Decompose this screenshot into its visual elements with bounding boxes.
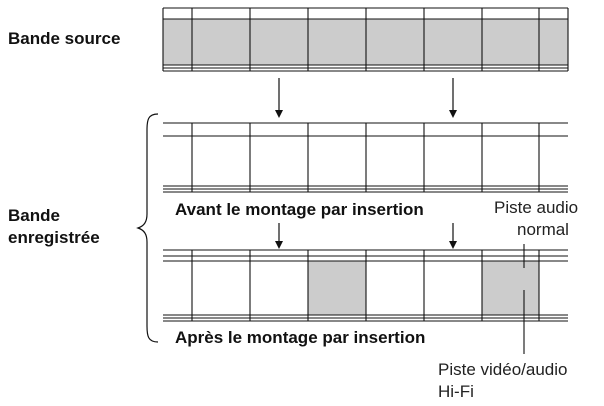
before-frame — [192, 136, 250, 186]
source-frame — [482, 19, 539, 65]
source-frame — [366, 19, 424, 65]
recorded-tape-before-strip — [163, 122, 568, 193]
source-frame — [539, 19, 568, 65]
after-frame — [424, 261, 482, 315]
after-frame — [192, 261, 250, 315]
arrow-right-top-head — [449, 110, 457, 118]
after-frame — [366, 261, 424, 315]
normal-audio-track-label-line1: Piste audio — [494, 198, 579, 217]
after-frame — [308, 261, 366, 315]
source-frame — [424, 19, 482, 65]
before-frame — [539, 136, 568, 186]
hifi-track-label-line2: Hi-Fi — [438, 382, 474, 401]
normal-audio-track-label-line2: normal — [517, 220, 569, 239]
arrow-left-top-head — [275, 110, 283, 118]
recorded-tape-brace — [136, 113, 159, 343]
source-frame — [192, 19, 250, 65]
before-frame — [424, 136, 482, 186]
after-frame — [250, 261, 308, 315]
before-frame — [163, 136, 192, 186]
after-frame — [163, 261, 192, 315]
transfer-arrows — [275, 78, 457, 249]
recorded-tape-label-line2: enregistrée — [8, 228, 100, 247]
brace-and-leaders — [136, 113, 525, 354]
source-tape-label: Bande source — [8, 29, 121, 48]
after-insert-caption: Après le montage par insertion — [175, 328, 426, 347]
recorded-tape-label-line1: Bande — [8, 206, 60, 225]
before-frame — [308, 136, 366, 186]
source-frame — [163, 19, 192, 65]
recorded-tape-after-strip — [163, 249, 568, 322]
after-frame — [482, 261, 539, 315]
before-frame — [482, 136, 539, 186]
source-tape-strip — [162, 7, 569, 72]
hifi-track-label-line1: Piste vidéo/audio — [438, 360, 568, 379]
arrow-right-bottom-head — [449, 241, 457, 249]
arrow-left-bottom-head — [275, 241, 283, 249]
before-insert-caption: Avant le montage par insertion — [175, 200, 424, 219]
source-frame — [308, 19, 366, 65]
before-frame — [366, 136, 424, 186]
before-frame — [250, 136, 308, 186]
source-frame — [250, 19, 308, 65]
after-frame — [539, 261, 568, 315]
